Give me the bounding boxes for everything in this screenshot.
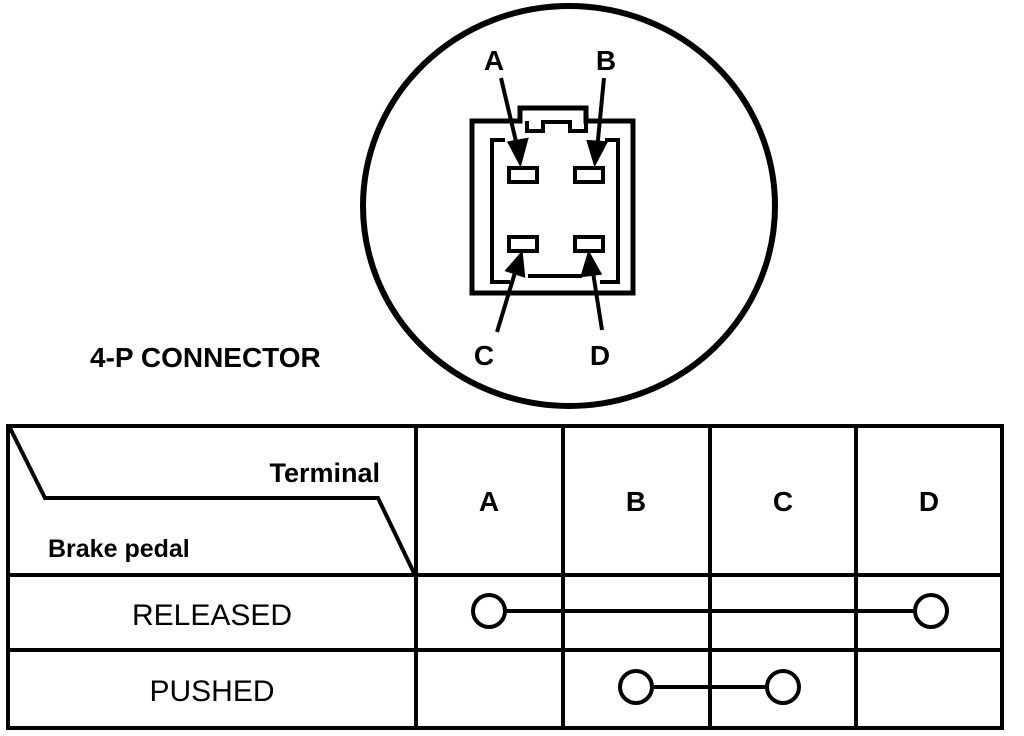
terminal-header-d: D bbox=[919, 486, 939, 517]
terminal-cavity-b bbox=[573, 166, 605, 184]
connector-inner-right bbox=[600, 138, 620, 284]
continuity-table bbox=[6, 424, 1004, 730]
connector-caption: 4-P CONNECTOR bbox=[90, 342, 321, 373]
leader-line-d bbox=[590, 265, 604, 331]
terminal-header-b: B bbox=[626, 486, 646, 517]
pin-label-b: B bbox=[596, 45, 616, 76]
continuity-dot-pushed-b bbox=[618, 669, 654, 705]
row-label-pushed: PUSHED bbox=[149, 675, 274, 708]
arrowhead-d bbox=[580, 249, 603, 278]
terminal-cavity-a bbox=[507, 166, 539, 184]
terminal-cavity-d bbox=[573, 235, 605, 253]
corner-diagonal bbox=[8, 427, 416, 574]
pin-label-d: D bbox=[590, 340, 610, 371]
terminal-cavity-c bbox=[507, 235, 539, 253]
terminal-header-a: A bbox=[479, 486, 499, 517]
arrowhead-c bbox=[504, 250, 526, 278]
connector-inner-left bbox=[490, 138, 510, 284]
continuity-dot-released-d bbox=[913, 593, 949, 629]
continuity-dot-pushed-c bbox=[765, 669, 801, 705]
connector-view: A B C D bbox=[360, 3, 778, 409]
connector-housing bbox=[469, 105, 636, 296]
row-label-released: RELEASED bbox=[132, 599, 292, 632]
arrowhead-b bbox=[586, 139, 609, 168]
connector-circle bbox=[360, 3, 778, 409]
leader-line-b bbox=[595, 77, 606, 151]
leader-line-a bbox=[499, 77, 520, 151]
corner-label-terminal: Terminal bbox=[269, 458, 380, 488]
corner-label-brake-pedal: Brake pedal bbox=[48, 535, 190, 563]
continuity-marks bbox=[471, 593, 949, 705]
pin-label-c: C bbox=[474, 340, 494, 371]
continuity-dot-released-a bbox=[471, 593, 507, 629]
pin-label-a: A bbox=[484, 45, 504, 76]
arrowhead-a bbox=[506, 137, 529, 168]
leader-line-c bbox=[495, 265, 519, 333]
terminal-header-c: C bbox=[773, 486, 793, 517]
connector-latch bbox=[525, 120, 588, 133]
